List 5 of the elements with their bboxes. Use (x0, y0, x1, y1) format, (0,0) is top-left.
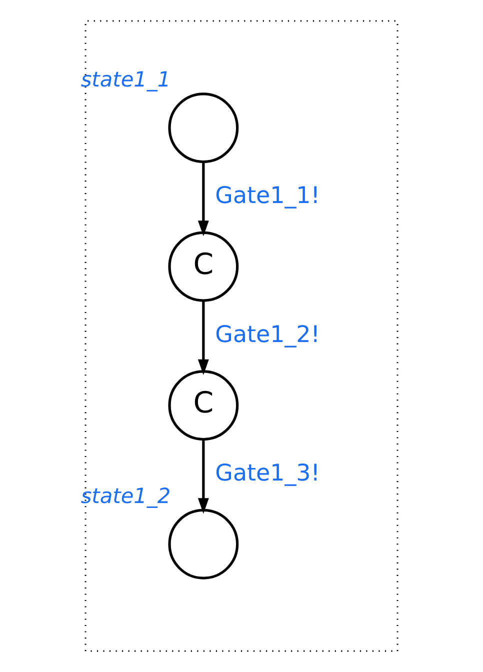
edge-label: Gate1_1! (215, 183, 320, 210)
edge-label: Gate1_3! (215, 460, 320, 487)
node-label: state1_2 (80, 484, 171, 508)
node-label: state1_1 (80, 68, 171, 92)
edge-label: Gate1_2! (215, 322, 320, 348)
